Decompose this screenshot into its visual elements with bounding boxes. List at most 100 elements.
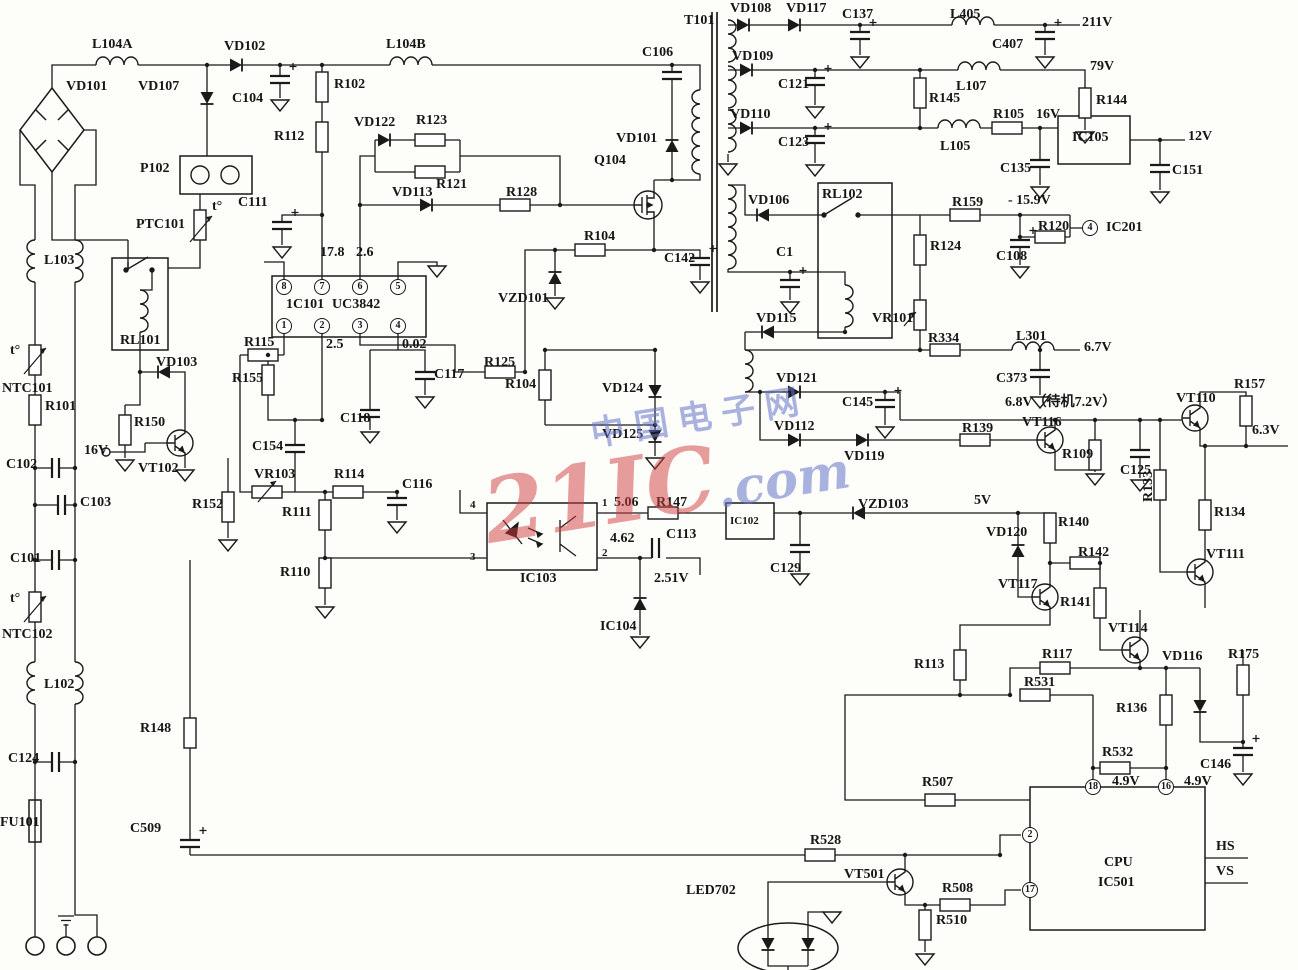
terminal-16V	[101, 447, 111, 457]
bridge-rectifier-VD101	[19, 86, 85, 174]
resistor-R139	[959, 433, 991, 447]
resistor-R142	[1069, 556, 1101, 570]
resistor-R113	[953, 649, 967, 681]
resistor-R528	[804, 848, 836, 862]
choke-L103	[26, 239, 84, 283]
led-LED702-b	[800, 937, 816, 951]
mosfet-Q104	[633, 190, 663, 220]
inductor-L405	[951, 16, 995, 26]
capacitor-C101	[50, 548, 61, 572]
zener-VZD103	[852, 505, 866, 521]
transistor-VT111	[1186, 558, 1214, 586]
resistor-R140	[1043, 512, 1057, 544]
led-LED702-body	[737, 922, 839, 970]
capacitor-C129	[788, 543, 812, 554]
diode-VD122	[377, 132, 391, 148]
optocoupler-IC103-body	[486, 502, 598, 571]
relay-RL102-body	[817, 182, 893, 339]
resistor-R102	[315, 71, 329, 103]
capacitor-C118	[358, 408, 382, 419]
transistor-VT110	[1181, 404, 1209, 432]
capacitor-C509	[178, 825, 208, 849]
wires-lowvolt-rails	[745, 349, 1288, 608]
resistor-R124	[913, 234, 927, 266]
cpu-IC501-body	[1029, 786, 1206, 931]
resistor-R105	[991, 121, 1023, 135]
zener-VZD101	[547, 271, 563, 285]
capacitor-C121	[803, 63, 833, 87]
resistor-R155	[261, 364, 275, 396]
resistor-R121	[414, 165, 446, 179]
primary-winding	[691, 89, 701, 175]
resistor-R117	[1039, 661, 1071, 675]
resistor-R133	[1153, 469, 1167, 501]
potentiometer-VR101	[913, 299, 927, 331]
capacitor-C104	[268, 61, 298, 85]
capacitor-C154	[283, 443, 307, 454]
circuit-wires	[19, 24, 1288, 970]
resistor-R115	[247, 348, 279, 362]
diode-VD106	[756, 207, 770, 223]
resistor-R111	[318, 499, 332, 531]
capacitor-C124	[50, 750, 61, 774]
diode-VD112	[787, 432, 801, 448]
transistor-VT102	[166, 429, 194, 457]
diode-VD119	[855, 432, 869, 448]
relay-internals	[123, 197, 861, 333]
resistor-R532	[1099, 761, 1131, 775]
inductor-L104A	[95, 56, 139, 66]
diode-VD113	[419, 197, 433, 213]
capacitor-C113	[650, 536, 661, 560]
inductor-L104B	[389, 56, 433, 66]
diode-VD124	[647, 384, 663, 398]
ic-UC3842-body	[271, 275, 427, 338]
thermistor-NTC101	[28, 344, 42, 376]
components	[28, 16, 1261, 951]
resistor-R144	[1078, 87, 1092, 119]
capacitor-C103	[56, 493, 67, 517]
transformer-T101	[691, 12, 754, 393]
resistor-R334	[929, 343, 961, 357]
wires-left-column	[19, 129, 128, 937]
resistor-R531	[1019, 688, 1051, 702]
capacitor-C373	[1028, 368, 1052, 379]
resistor-R148	[183, 717, 197, 749]
wires-opto-regulation	[459, 490, 1244, 779]
inductor-L105	[937, 119, 981, 129]
resistor-R120	[1034, 230, 1066, 244]
transistor-VT114	[1121, 636, 1149, 664]
diode-VD117	[787, 17, 801, 33]
capacitor-C111	[270, 207, 300, 231]
resistor-R104-source	[574, 243, 606, 257]
wires-pwm-network	[239, 139, 634, 605]
resistor-R134	[1198, 499, 1212, 531]
capacitor-C123	[803, 121, 833, 145]
diode-VD116	[1192, 699, 1208, 713]
ground-symbols	[115, 56, 1253, 966]
resistor-R110	[318, 557, 332, 589]
resistor-R112	[315, 121, 329, 153]
resistor-R152	[221, 491, 235, 523]
resistor-R101	[28, 394, 42, 426]
inductor-L301	[1011, 341, 1055, 351]
optocoupler-IC103-internals	[502, 515, 577, 557]
diode-VD115	[761, 324, 775, 340]
resistor-R114	[332, 485, 364, 499]
resistor-R150	[118, 414, 132, 446]
capacitor-C146	[1231, 733, 1261, 757]
wires-degauss	[110, 194, 229, 855]
capacitor-C117	[413, 370, 437, 381]
resistor-R508	[939, 898, 971, 912]
resistor-R507	[924, 793, 956, 807]
resistor-R510	[918, 909, 932, 941]
diode-VD102	[229, 57, 243, 73]
choke-L102	[26, 661, 84, 705]
thermistor-NTC102	[28, 591, 42, 623]
resistor-R109	[1088, 439, 1102, 471]
capacitor-C1	[778, 265, 808, 289]
ic-IC105-body	[1057, 115, 1131, 165]
ic-IC102-body	[725, 502, 775, 540]
wires-negative-rail	[727, 184, 1082, 350]
resistor-R123	[414, 133, 446, 147]
